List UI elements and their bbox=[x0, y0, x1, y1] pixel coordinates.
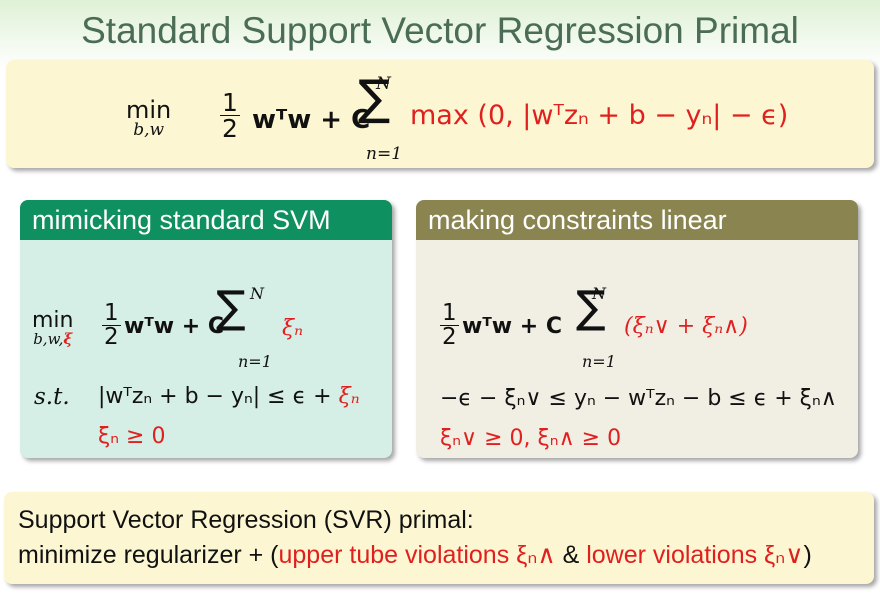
primal-min-label: min bbox=[126, 96, 172, 124]
left-constraint-slack: ξₙ bbox=[338, 384, 360, 409]
right-half-den: 2 bbox=[442, 324, 457, 350]
left-sum-lower: n=1 bbox=[238, 352, 272, 371]
right-sum-symbol: ∑ bbox=[576, 282, 606, 333]
linear-constraints-heading: making constraints linear bbox=[416, 200, 858, 240]
left-st-label: s.t. bbox=[34, 384, 70, 410]
left-nonneg-constraint: ξₙ ≥ 0 bbox=[98, 424, 166, 449]
primal-min-subscript: b,w bbox=[133, 120, 165, 140]
right-half-num: 1 bbox=[440, 300, 459, 326]
summary-line-2: minimize regularizer + (upper tube viola… bbox=[18, 540, 812, 570]
primal-loss-term: max (0, |wᵀzₙ + b − yₙ| − ϵ) bbox=[410, 100, 789, 131]
slide-title: Standard Support Vector Regression Prima… bbox=[81, 10, 799, 51]
right-nonneg-constraint: ξₙ∨ ≥ 0, ξₙ∧ ≥ 0 bbox=[440, 426, 622, 451]
summary-line-1: Support Vector Regression (SVR) primal: bbox=[18, 506, 474, 534]
left-half-num: 1 bbox=[102, 300, 121, 326]
primal-half-den: 2 bbox=[222, 114, 238, 143]
left-min-subscript-xi: ξ bbox=[63, 330, 73, 348]
left-min-label: min bbox=[32, 308, 74, 333]
primal-regularizer-term: wᵀw + C bbox=[252, 105, 371, 135]
right-linear-constraint: −ϵ − ξₙ∨ ≤ yₙ − wᵀzₙ − b ≤ ϵ + ξₙ∧ bbox=[440, 386, 837, 411]
left-constraint: |wᵀzₙ + b − yₙ| ≤ ϵ + ξₙ bbox=[98, 384, 360, 409]
left-half-fraction: 1 2 bbox=[102, 302, 121, 349]
left-slack-term: ξₙ bbox=[282, 316, 304, 341]
summary-box: Support Vector Regression (SVR) primal: … bbox=[4, 492, 874, 584]
right-regularizer-term: wᵀw + C bbox=[462, 314, 562, 339]
primal-half-num: 1 bbox=[220, 88, 240, 117]
right-half-fraction: 1 2 bbox=[440, 302, 459, 349]
primal-sum-lower: n=1 bbox=[366, 144, 403, 164]
primal-half-fraction: 1 2 bbox=[220, 90, 240, 141]
right-sum-upper: N bbox=[592, 284, 606, 303]
primal-formula-box: min b,w 1 2 wᵀw + C ∑ N n=1 max (0, |wᵀz… bbox=[6, 60, 874, 168]
summary-prefix: minimize regularizer + ( bbox=[18, 541, 279, 569]
mimicking-svm-heading: mimicking standard SVM bbox=[20, 200, 392, 240]
left-min-subscript: b,w, bbox=[33, 330, 64, 348]
linear-constraints-block: making constraints linear 1 2 wᵀw + C ∑ … bbox=[416, 200, 858, 458]
summary-close-paren: ) bbox=[803, 541, 812, 569]
right-slack-sum: (ξₙ∨ + ξₙ∧) bbox=[624, 314, 748, 339]
summary-upper-violations: upper tube violations ξₙ∧ bbox=[278, 541, 556, 569]
summary-ampersand: & bbox=[555, 541, 587, 569]
left-sum-upper: N bbox=[250, 284, 264, 303]
left-constraint-expression: |wᵀzₙ + b − yₙ| ≤ ϵ + bbox=[98, 384, 332, 409]
left-regularizer-term: wᵀw + C bbox=[124, 314, 224, 339]
left-half-den: 2 bbox=[104, 324, 119, 350]
top-accent-line bbox=[0, 0, 880, 4]
summary-lower-violations: lower violations ξₙ∨ bbox=[586, 541, 804, 569]
primal-sum-upper: N bbox=[376, 74, 391, 94]
left-min-operator: min b,w,ξ bbox=[32, 310, 74, 347]
left-sum-symbol: ∑ bbox=[216, 282, 246, 333]
primal-sum-symbol: ∑ bbox=[358, 70, 391, 126]
right-sum-lower: n=1 bbox=[582, 352, 616, 371]
primal-min-operator: min b,w bbox=[126, 98, 171, 139]
mimicking-svm-block: mimicking standard SVM min b,w,ξ 1 2 wᵀw… bbox=[20, 200, 392, 458]
